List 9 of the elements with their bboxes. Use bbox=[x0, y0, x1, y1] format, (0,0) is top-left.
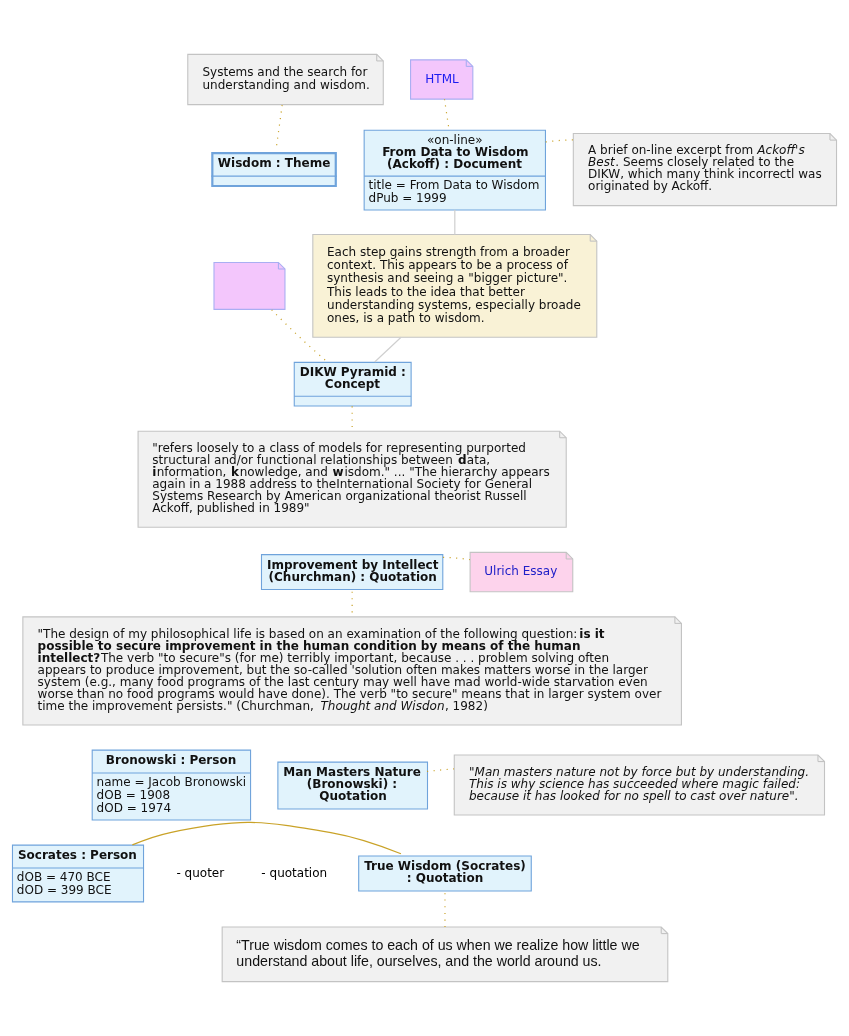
label: - quotation bbox=[261, 865, 328, 880]
connector bbox=[545, 139, 574, 143]
connector bbox=[454, 209, 456, 236]
connector bbox=[271, 309, 328, 363]
connector bbox=[131, 821, 402, 855]
connector bbox=[426, 768, 455, 773]
connector bbox=[374, 336, 402, 363]
connector bbox=[442, 556, 471, 561]
label: - quoter bbox=[176, 865, 225, 880]
